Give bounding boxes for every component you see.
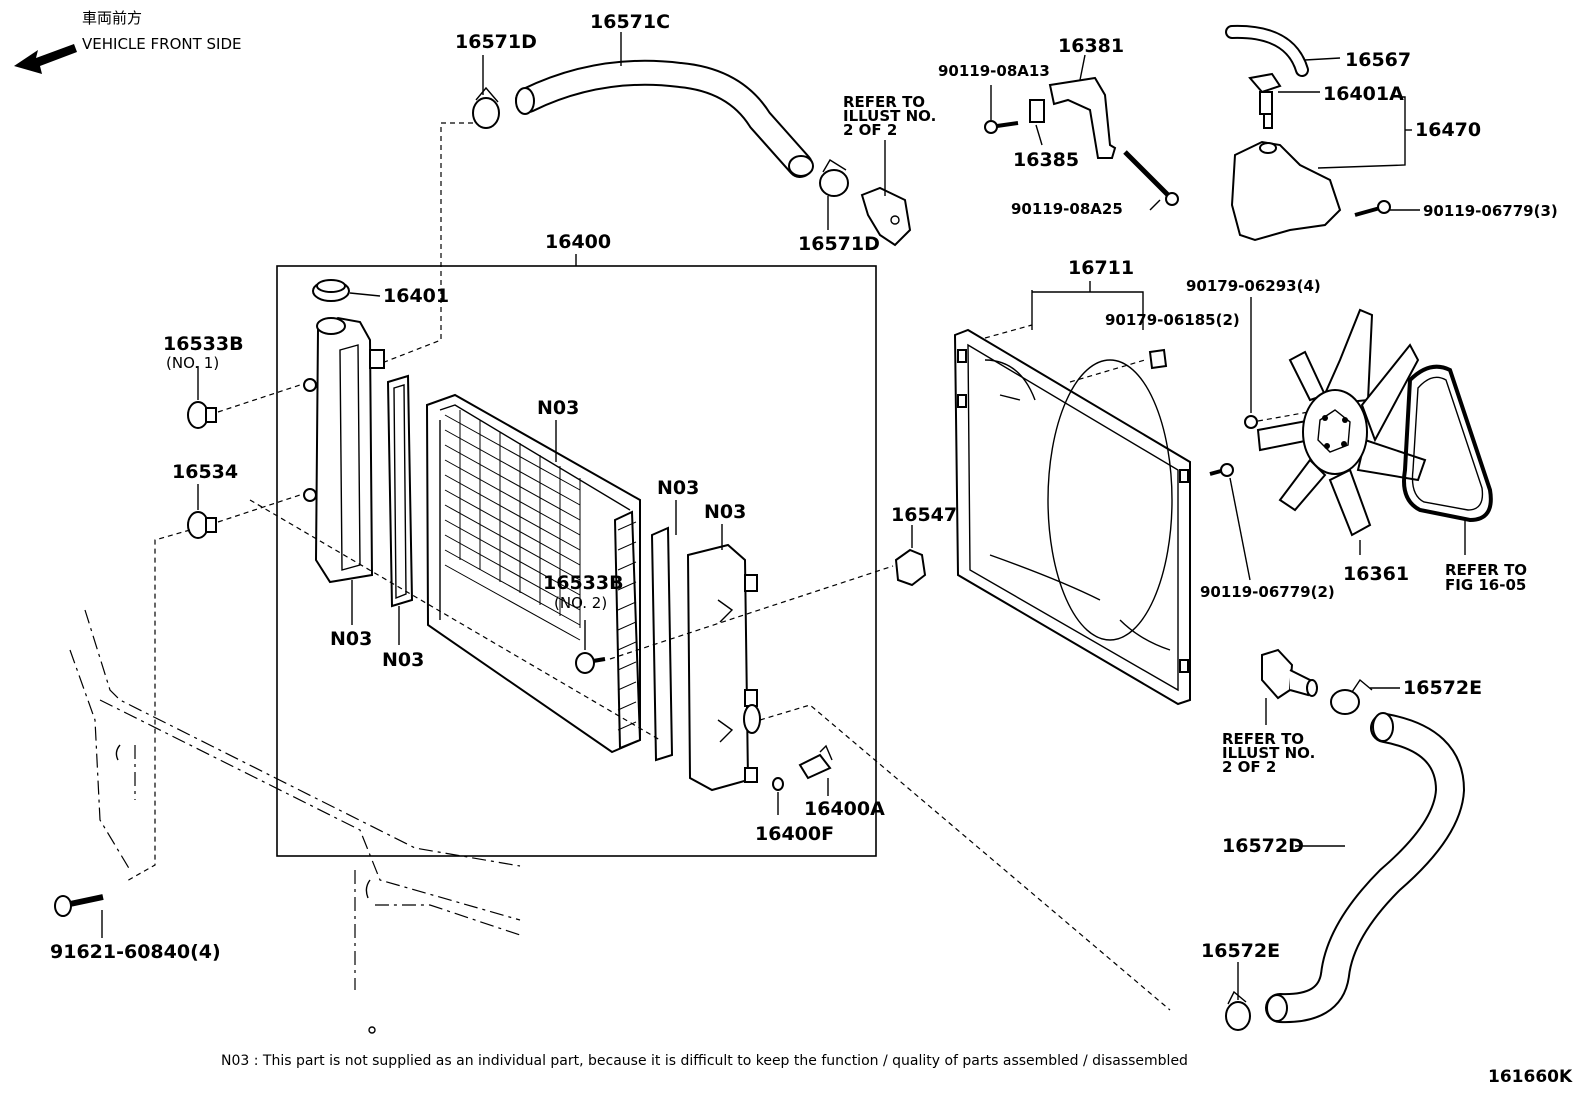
refer-bottom-line1: REFER TO: [1222, 730, 1304, 748]
cushion-16547: 16547: [891, 504, 957, 587]
label-16711: 16711: [1068, 257, 1134, 279]
label-16571C: 16571C: [590, 11, 670, 33]
jp-front-label: 車両前方: [82, 9, 142, 27]
label-16381: 16381: [1058, 35, 1124, 57]
label-16361: 16361: [1343, 563, 1409, 585]
clip-nut-icon: [1148, 348, 1168, 370]
label-N03-left-gasket: N03: [382, 649, 424, 671]
label-16400A: 16400A: [804, 798, 885, 820]
label-16571D-top: 16571D: [455, 31, 537, 53]
label-16567: 16567: [1345, 49, 1411, 71]
label-16401A: 16401A: [1323, 83, 1404, 105]
radiator-assembly: 16400 16401: [276, 231, 885, 857]
label-90179-06293-4: 90179-06293(4): [1186, 277, 1321, 295]
footnote-N03: N03 : This part is not supplied as an in…: [221, 1053, 1188, 1069]
label-N03-core: N03: [537, 397, 579, 419]
left-tank: [303, 316, 385, 584]
shroud-hardware: 90179-06185(2) 90179-06293(4) 90119-0677…: [1105, 277, 1335, 601]
refer-bottom-line3: 2 OF 2: [1222, 758, 1276, 776]
label-N03-left-tank: N03: [330, 628, 372, 650]
label-90119-08A13: 90119-08A13: [938, 62, 1050, 80]
left-arrow-icon: [14, 44, 77, 74]
upper-hose-group: 16571D 16571C 16571D REFER TO ILLUST NO.…: [368, 11, 936, 369]
label-16400: 16400: [545, 231, 611, 253]
radiator-cap-icon: [312, 279, 381, 302]
label-16572E-top: 16572E: [1403, 677, 1482, 699]
refer-fig-line2: FIG 16-05: [1445, 576, 1526, 594]
hose-clamp-icon: [1330, 678, 1373, 715]
label-N03-right: N03: [704, 501, 746, 523]
refer-top-line2: ILLUST NO.: [843, 107, 936, 125]
hose-clamp-icon: [472, 86, 500, 129]
label-16533B-no1-sub: (NO. 1): [166, 354, 219, 372]
water-outlet-icon: [860, 186, 912, 247]
label-16572D: 16572D: [1222, 835, 1304, 857]
label-16547: 16547: [891, 504, 957, 526]
drain-cock-icon: [798, 744, 833, 780]
right-gasket: [650, 526, 674, 762]
label-16470: 16470: [1415, 119, 1481, 141]
label-90119-06779-2: 90119-06779(2): [1200, 583, 1335, 601]
label-16385: 16385: [1013, 149, 1079, 171]
label-N03-mid: N03: [657, 477, 699, 499]
mount-cushion-icon: [187, 401, 217, 429]
bolt-icon: [984, 120, 1019, 134]
refer-bottom-line2: ILLUST NO.: [1222, 744, 1315, 762]
label-90119-08A25: 90119-08A25: [1011, 200, 1123, 218]
figure-id: 161660K: [1488, 1067, 1573, 1087]
label-16400F: 16400F: [755, 823, 834, 845]
left-mounts: 16533B (NO. 1) 16534 91621-60840(4): [50, 333, 521, 1034]
hose-clamp-icon: [1225, 990, 1251, 1031]
bolt-icon: [1209, 463, 1234, 477]
label-16401: 16401: [383, 285, 449, 307]
vehicle-front-indicator: 車両前方 VEHICLE FRONT SIDE: [14, 9, 242, 74]
lower-radiator-hose: [1265, 713, 1466, 1024]
reservoir-tank: [1230, 140, 1342, 242]
refer-fig-line1: REFER TO: [1445, 561, 1527, 579]
vehicle-front-label: VEHICLE FRONT SIDE: [82, 35, 242, 53]
label-16533B-no2-sub: (NO. 2): [554, 594, 607, 612]
label-16571D-bottom: 16571D: [798, 233, 880, 255]
bolt-icon: [1354, 200, 1391, 217]
label-16534: 16534: [172, 461, 238, 483]
bolt-icon: [1123, 150, 1179, 206]
right-tank: [686, 543, 761, 792]
fan-shroud: 16711: [953, 257, 1191, 706]
label-90119-06779-3: 90119-06779(3): [1423, 202, 1558, 220]
bolt-icon: [575, 652, 606, 674]
label-90179-06185-2: 90179-06185(2): [1105, 311, 1240, 329]
reservoir-group: 16567 16401A 16470 90119-06779(3): [1225, 24, 1558, 242]
refer-top-line3: 2 OF 2: [843, 121, 897, 139]
reservoir-cap-icon: [1248, 72, 1282, 129]
nut-icon: [1244, 415, 1258, 429]
mount-cushion-icon: [187, 511, 217, 539]
label-16572E-bottom: 16572E: [1201, 940, 1280, 962]
fan-belt: REFER TO FIG 16-05: [1402, 364, 1527, 594]
bolt-icon: [54, 894, 104, 917]
label-91621-60840-4: 91621-60840(4): [50, 941, 221, 963]
left-gasket: [386, 374, 414, 608]
label-16533B-no1: 16533B: [163, 333, 244, 355]
water-inlet-icon: [1261, 648, 1318, 700]
lower-hose-group: REFER TO ILLUST NO. 2 OF 2 16572E 16572D…: [1201, 648, 1482, 1031]
label-16533B-no2: 16533B: [543, 572, 624, 594]
hose-clamp-icon: [819, 159, 849, 197]
refer-top-line1: REFER TO: [843, 93, 925, 111]
clip-icon: [1029, 99, 1045, 123]
bracket-group: 90119-08A13 16381 16385 90119-08A25: [938, 35, 1179, 218]
vehicle-body-outline: [69, 609, 521, 1034]
cooling-fan: 16361: [1256, 308, 1427, 585]
o-ring-icon: [772, 777, 784, 791]
reservoir-bracket: [1048, 76, 1117, 159]
